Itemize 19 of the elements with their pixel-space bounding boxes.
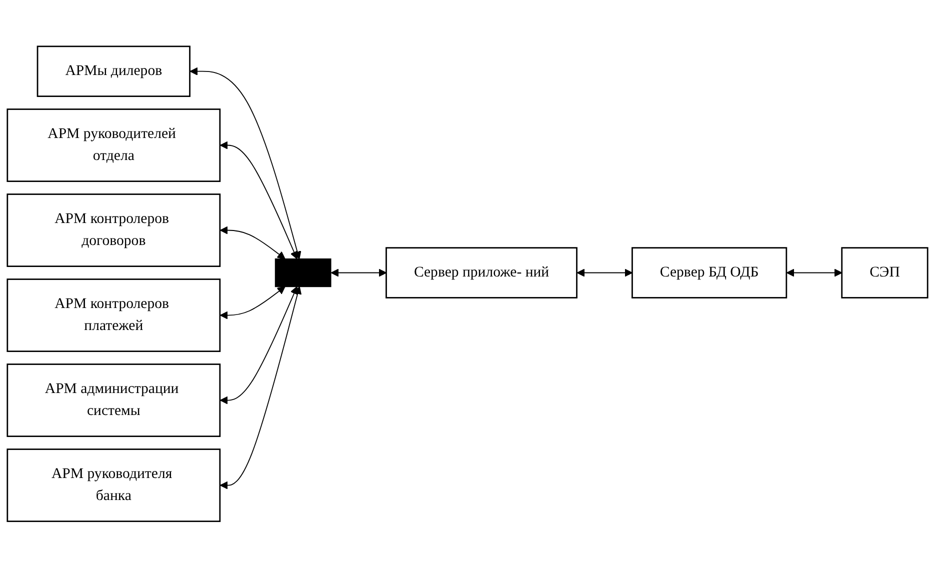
node-box: Сервер БД ОДБ bbox=[632, 247, 788, 299]
arrow bbox=[576, 268, 633, 277]
arrow bbox=[190, 67, 302, 260]
arrow bbox=[786, 268, 842, 277]
node-box: АРМ руководителя банка bbox=[6, 448, 221, 522]
arrow bbox=[220, 286, 302, 490]
arrow bbox=[220, 286, 286, 320]
node-box: АРМ руководителей отдела bbox=[6, 108, 221, 182]
node-box: АРМ контролеров договоров bbox=[6, 194, 221, 268]
arrow bbox=[220, 226, 286, 260]
node-box: АРМ администрации системы bbox=[6, 364, 221, 438]
arrow bbox=[220, 286, 298, 404]
node-bar bbox=[274, 258, 332, 288]
arrow bbox=[220, 141, 298, 260]
node-box: АРМы дилеров bbox=[36, 46, 190, 98]
arrow bbox=[330, 268, 387, 277]
node-box: СЭП bbox=[841, 247, 928, 299]
node-box: Сервер приложе- ний bbox=[386, 247, 578, 299]
node-box: АРМ контролеров платежей bbox=[6, 278, 221, 352]
